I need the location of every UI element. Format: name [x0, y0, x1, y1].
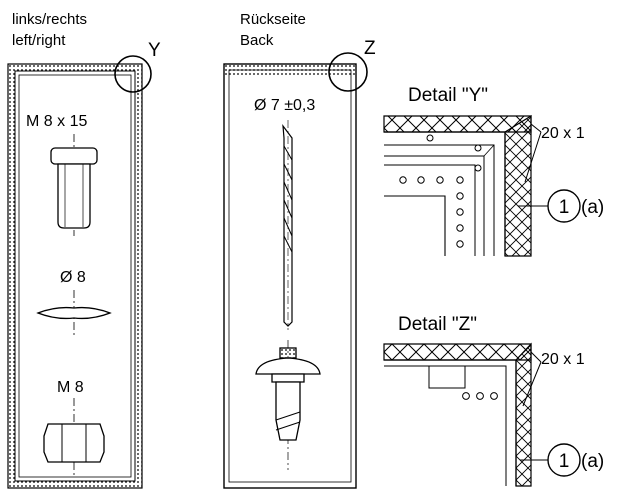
middle-panel-caption-en: Back — [240, 32, 274, 49]
middle-panel-caption-de: Rückseite — [240, 11, 306, 28]
detail-y-marker: Y — [148, 40, 161, 61]
left-panel: links/rechts left/right Y M 8 x 15 Ø 8 M… — [7, 11, 161, 489]
washer-icon — [36, 290, 112, 338]
detail-y-item-number: 1 — [559, 197, 570, 218]
detail-y-item-bubble — [547, 189, 581, 223]
detail-y: Detail "Y" 20 x 1 1 (a) — [383, 85, 604, 257]
left-panel-caption-de: links/rechts — [12, 11, 87, 28]
detail-y-callout-circle — [114, 55, 152, 93]
hex-nut-icon — [43, 398, 105, 476]
gasket-frame-left — [7, 63, 143, 489]
detail-z-title: Detail "Z" — [398, 314, 477, 335]
push-rivet-icon — [255, 340, 321, 470]
detail-z-item-suffix: (a) — [581, 451, 604, 472]
detail-z-item-number: 1 — [559, 451, 570, 472]
detail-z-callout-circle — [328, 52, 368, 92]
drill-bit-icon — [282, 120, 293, 330]
rivet-nut-icon — [50, 134, 98, 236]
detail-y-item-suffix: (a) — [581, 197, 604, 218]
detail-y-dimension: 20 x 1 — [541, 125, 585, 142]
nut-size-label: M 8 — [57, 379, 84, 396]
detail-y-title: Detail "Y" — [408, 85, 488, 106]
left-panel-caption-en: left/right — [12, 32, 66, 49]
detail-z-item-bubble — [547, 443, 581, 477]
screw-size-label: M 8 x 15 — [26, 113, 87, 130]
detail-z-dimension: 20 x 1 — [541, 351, 585, 368]
detail-z-marker: Z — [364, 38, 376, 59]
detail-z: Detail "Z" 20 x 1 1 (a) — [383, 314, 604, 487]
middle-panel: Rückseite Back Z Ø 7 ±0,3 — [223, 11, 376, 489]
washer-size-label: Ø 8 — [60, 269, 86, 286]
drill-diameter-label: Ø 7 ±0,3 — [254, 97, 315, 114]
gasket-frame-back — [223, 63, 357, 489]
